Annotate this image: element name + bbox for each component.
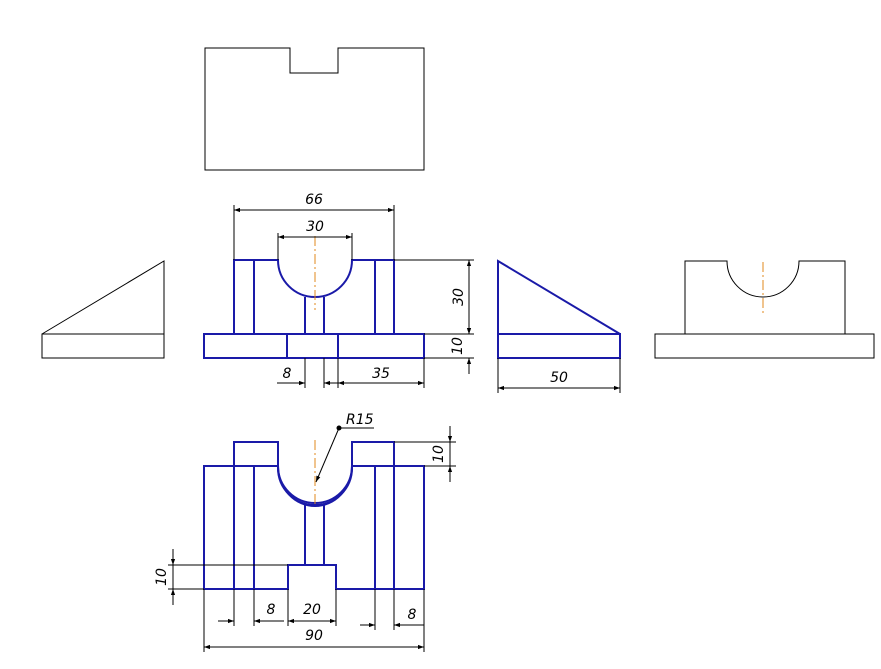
dim-10-base-label: 10: [450, 337, 466, 355]
dim-50-label: 50: [550, 370, 568, 386]
dim-10-step-left-label: 10: [154, 568, 170, 586]
dim-8-rib-label: 8: [283, 366, 292, 382]
side-view: 50: [497, 259, 621, 393]
bottom-view-dimensions: R15 10 10 8 20 8 90: [154, 412, 456, 652]
dim-35-label: 35: [372, 366, 390, 382]
dim-30-height-label: 30: [451, 288, 467, 306]
dim-8-right-label: 8: [408, 607, 417, 623]
top-view-projection: [204, 47, 425, 171]
bottom-view: [203, 440, 425, 590]
dim-90-label: 90: [305, 628, 323, 644]
dim-r15-label: R15: [346, 412, 374, 428]
right-block-view: [654, 260, 875, 359]
dim-66-label: 66: [305, 192, 323, 208]
front-view-dimensions: 66 30 30 10 8 35: [233, 192, 474, 388]
dim-30-slot-label: 30: [306, 219, 324, 235]
dim-20-label: 20: [303, 602, 321, 618]
dim-10-step-right-label: 10: [431, 445, 447, 463]
front-view: [203, 236, 425, 359]
dim-8-left-label: 8: [267, 602, 276, 618]
left-wedge-view: [41, 260, 165, 359]
